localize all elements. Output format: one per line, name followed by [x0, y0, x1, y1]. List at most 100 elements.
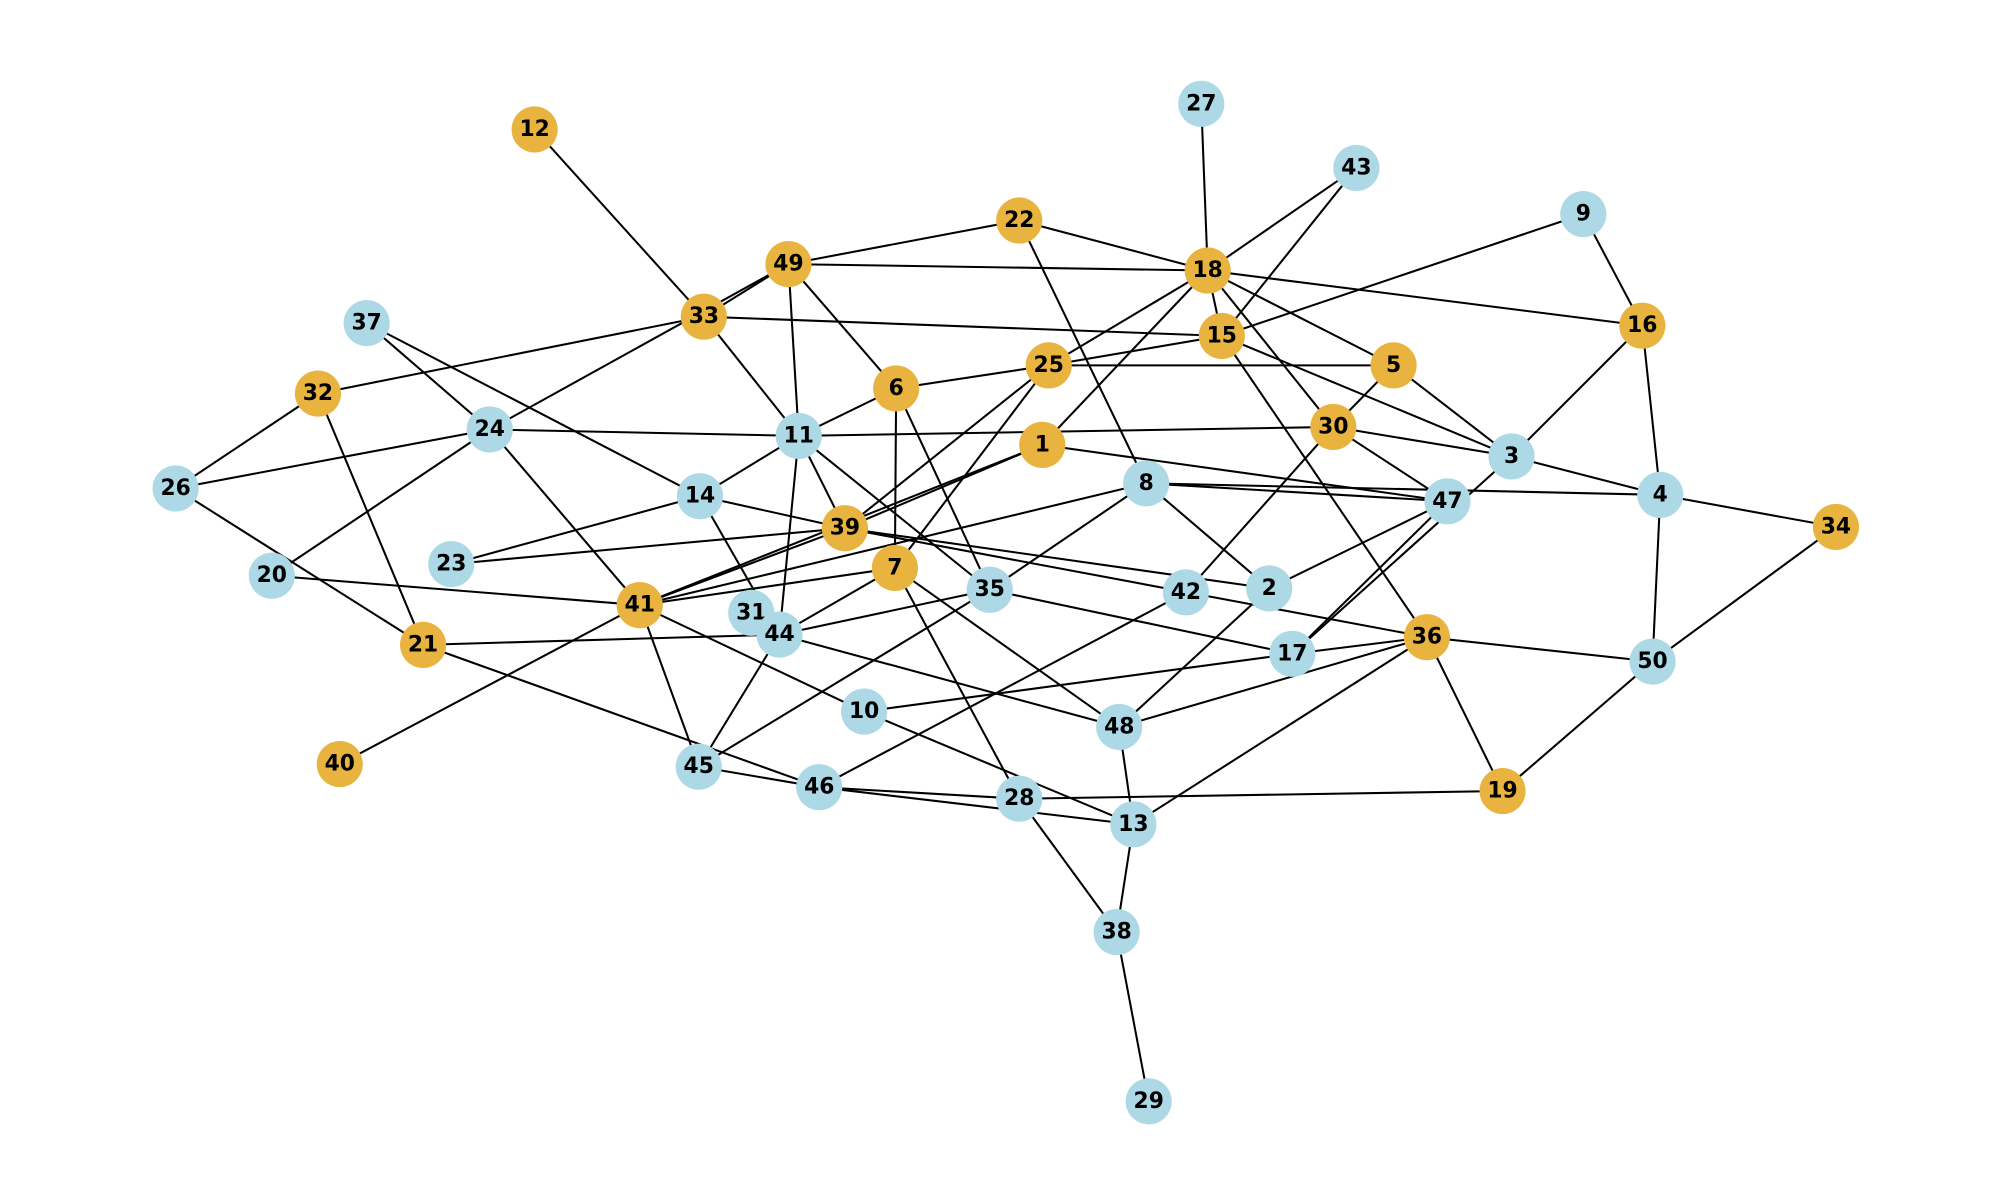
edge-49-11 [787, 264, 800, 436]
edge-26-24 [175, 428, 490, 490]
node-label: 46 [804, 775, 834, 800]
node-37: 37 [343, 300, 390, 347]
node-label: 10 [849, 699, 879, 724]
node-label: 14 [685, 484, 715, 509]
edge-15-3 [1221, 334, 1512, 458]
node-35: 35 [966, 566, 1013, 613]
edge-49-6 [787, 263, 897, 390]
node-label: 1 [1035, 432, 1050, 457]
node-15: 15 [1198, 312, 1245, 359]
node-circle [1560, 191, 1607, 238]
node-label: 8 [1139, 471, 1154, 496]
node-12: 12 [511, 106, 558, 153]
edge-21-46 [422, 643, 820, 789]
node-label: 28 [1004, 786, 1034, 811]
node-label: 24 [475, 417, 505, 442]
edge-3-4 [1511, 455, 1661, 496]
edge-35-45 [698, 588, 991, 768]
node-label: 29 [1134, 1089, 1164, 1114]
node-circle [873, 365, 920, 412]
node-1: 1 [1019, 421, 1066, 468]
edge-6-35 [895, 388, 991, 591]
node-47: 47 [1424, 478, 1471, 525]
edge-18-1 [1041, 269, 1209, 446]
node-label: 42 [1171, 580, 1201, 605]
edge-37-24 [365, 322, 491, 431]
node-circle [1198, 312, 1245, 359]
node-36: 36 [1403, 614, 1450, 661]
node-circle [294, 370, 342, 417]
edge-28-19 [1019, 790, 1503, 800]
node-label: 32 [303, 381, 333, 406]
node-label: 15 [1207, 323, 1237, 348]
edge-41-10 [639, 604, 865, 713]
node-11: 11 [775, 412, 822, 459]
node-29: 29 [1125, 1078, 1172, 1125]
edge-44-48 [779, 633, 1120, 728]
edge-46-28 [819, 786, 1020, 800]
edge-33-32 [317, 315, 705, 395]
node-3: 3 [1488, 433, 1535, 480]
edge-11-30 [798, 425, 1334, 437]
edge-11-44 [778, 435, 800, 635]
node-label: 12 [519, 117, 549, 142]
node-circle [675, 743, 722, 790]
edge-24-11 [489, 428, 799, 437]
node-label: 7 [887, 555, 902, 580]
node-34: 34 [1812, 503, 1859, 550]
edge-32-21 [317, 393, 425, 646]
node-circle [680, 293, 727, 340]
node-19: 19 [1479, 767, 1526, 815]
node-label: 30 [1318, 414, 1348, 439]
node-8: 8 [1123, 460, 1170, 507]
edge-18-16 [1207, 269, 1643, 327]
edge-32-26 [175, 392, 319, 490]
node-circle [248, 552, 295, 599]
edge-14-39 [699, 495, 846, 530]
edge-7-48 [894, 567, 1120, 728]
edge-17-10 [863, 652, 1293, 713]
node-16: 16 [1619, 302, 1666, 349]
node-label: 47 [1432, 489, 1462, 514]
node-circle [1403, 614, 1450, 661]
node-5: 5 [1370, 342, 1417, 389]
node-9: 9 [1560, 191, 1607, 238]
node-10: 10 [841, 688, 888, 735]
node-label: 44 [764, 622, 794, 647]
node-circle [1479, 767, 1526, 815]
node-7: 7 [871, 544, 918, 592]
node-circle [1110, 801, 1157, 848]
node-label: 25 [1034, 353, 1064, 378]
edge-12-33 [533, 128, 705, 318]
node-13: 13 [1110, 801, 1157, 848]
edge-16-4 [1641, 325, 1662, 495]
node-label: 35 [975, 577, 1005, 602]
edge-17-47 [1291, 500, 1449, 655]
edge-35-17 [989, 588, 1293, 655]
node-circle [1370, 342, 1417, 389]
edge-47-2 [1268, 500, 1448, 590]
node-circle [400, 621, 447, 668]
node-27: 27 [1178, 80, 1225, 127]
edge-28-38 [1018, 798, 1118, 933]
node-label: 26 [160, 476, 190, 501]
node-38: 38 [1093, 908, 1140, 956]
node-circle [1025, 342, 1072, 389]
edge-5-3 [1392, 364, 1513, 458]
node-circle [1123, 460, 1170, 507]
node-label: 20 [257, 563, 287, 588]
edge-39-41 [639, 527, 846, 607]
node-circle [428, 541, 475, 588]
node-circle [1424, 478, 1471, 525]
node-circle [871, 544, 918, 592]
node-label: 37 [352, 311, 382, 336]
edge-41-40 [339, 604, 641, 766]
edge-43-15 [1220, 167, 1358, 337]
node-circle [966, 566, 1013, 613]
node-24: 24 [466, 406, 513, 453]
node-circle [316, 741, 363, 788]
node-circle [796, 764, 843, 811]
node-label: 49 [773, 252, 803, 277]
node-14: 14 [676, 473, 724, 520]
